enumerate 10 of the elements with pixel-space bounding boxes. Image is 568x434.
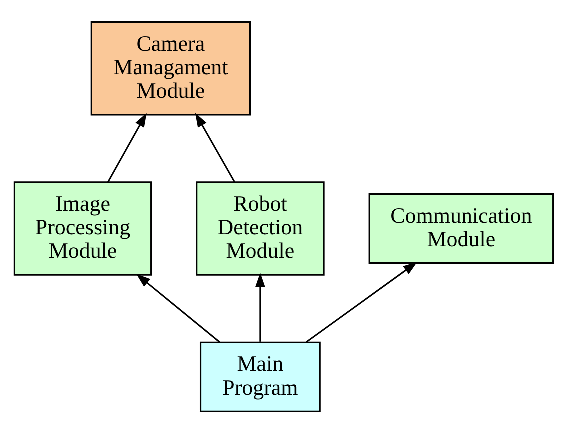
arrow	[195, 113, 236, 183]
node-box: Robot Detection Module	[196, 182, 325, 276]
node-box: Main Program	[200, 342, 321, 412]
node-box: Camera Managament Module	[90, 22, 252, 116]
arrow	[256, 273, 266, 342]
node-box: Communication Module	[368, 193, 554, 264]
node-box: Image Processing Module	[14, 182, 152, 276]
arrow	[306, 262, 418, 343]
arrow	[136, 274, 220, 343]
arrow	[108, 113, 147, 183]
